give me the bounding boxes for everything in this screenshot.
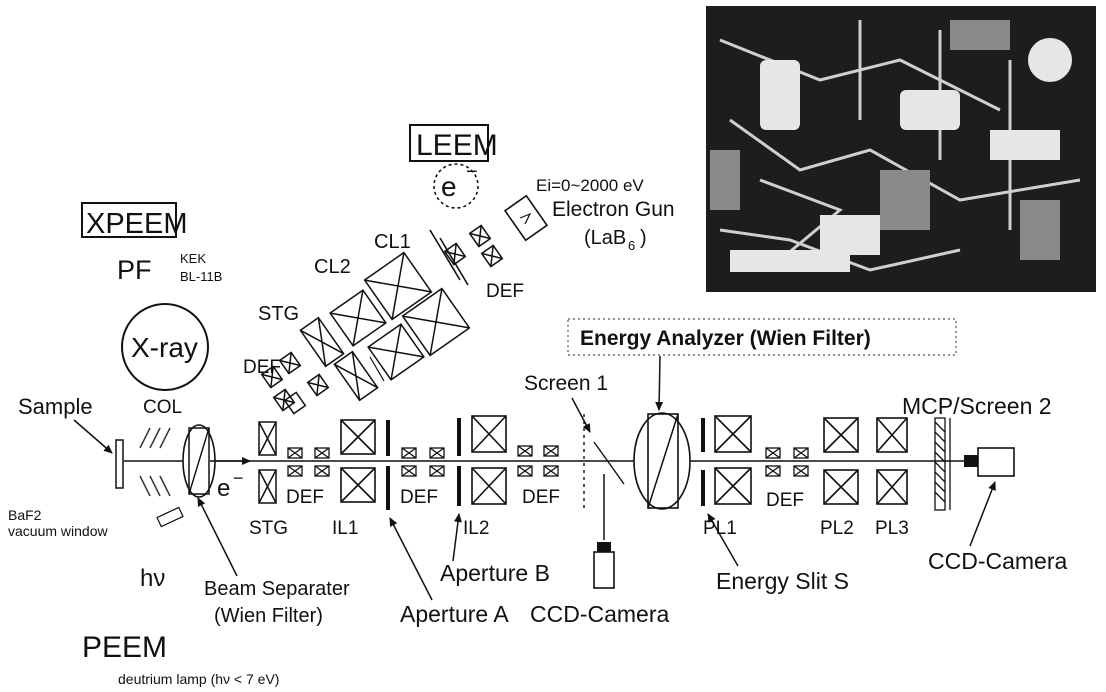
callout-beam-separator-2: (Wien Filter) [214, 605, 323, 627]
electron-source-symbol: e [441, 171, 457, 202]
label-pl1: PL1 [703, 518, 737, 539]
leem-label: LEEM [416, 129, 498, 162]
label-stg-lower: STG [249, 518, 288, 539]
svg-text:(LaB: (LaB [584, 227, 626, 249]
mcp-screen-2 [935, 418, 950, 510]
label-pl3: PL3 [875, 518, 909, 539]
peem-source-label: deutrium lamp (hν < 7 eV) [118, 671, 279, 687]
baf2-window [157, 507, 183, 526]
label-il2: IL2 [463, 518, 489, 539]
sample [116, 440, 123, 488]
label-il1: IL1 [332, 518, 358, 539]
lens-il2 [472, 416, 506, 504]
callout-ccd-camera-1: CCD-Camera [530, 601, 670, 627]
label-sample: Sample [18, 394, 93, 419]
label-stg-upper: STG [258, 303, 299, 325]
def-pair-2 [402, 448, 444, 476]
label-def-2: DEF [400, 487, 438, 508]
xray-beamline-label: BL-11B [180, 269, 222, 284]
callout-aperture-b: Aperture B [440, 560, 550, 586]
ccd-camera-1 [594, 552, 614, 588]
callout-ccd-camera-2: CCD-Camera [928, 548, 1068, 574]
label-cl2: CL2 [314, 256, 351, 278]
label-col: COL [143, 397, 182, 418]
gun-name-label: Electron Gun [552, 198, 675, 221]
gun-cathode-label: (LaB 6 ) [584, 227, 647, 253]
svg-text:−: − [233, 468, 244, 488]
callout-beam-separator-1: Beam Separater [204, 578, 350, 600]
energy-analyzer [634, 413, 690, 509]
instrument-photo [706, 6, 1096, 292]
callout-screen-1: Screen 1 [524, 372, 608, 395]
callout-aperture-a: Aperture A [400, 601, 509, 627]
svg-text:−: − [466, 161, 478, 183]
callout-energy-analyzer: Energy Analyzer (Wien Filter) [580, 327, 871, 350]
collimator-lines [140, 428, 170, 496]
gun-energy-label: Ei=0~2000 eV [536, 176, 644, 195]
callout-energy-slit: Energy Slit S [716, 568, 849, 594]
svg-text:6: 6 [628, 238, 635, 253]
label-electron-main: e [217, 475, 230, 502]
stg-lens-pair [259, 422, 276, 503]
svg-text:): ) [640, 227, 647, 249]
callout-mcp-screen: MCP/Screen 2 [902, 393, 1052, 419]
label-pl2: PL2 [820, 518, 854, 539]
xray-circle-label: X-ray [131, 332, 198, 363]
ccd-camera-2 [978, 448, 1014, 476]
def-pair-1 [288, 448, 329, 476]
label-cl1: CL1 [374, 231, 411, 253]
label-baf2: BaF2 [8, 507, 42, 523]
xray-lab-label: KEK [180, 251, 206, 266]
label-def-1: DEF [286, 487, 324, 508]
lens-pl1 [715, 416, 751, 504]
label-vacuum-window: vacuum window [8, 523, 108, 539]
label-def-4: DEF [766, 490, 804, 511]
peem-label: PEEM [82, 631, 167, 664]
xray-facility-label: PF [117, 255, 152, 285]
label-def-lower: DEF [243, 357, 281, 378]
electron-gun [505, 196, 547, 240]
xpeem-label: XPEEM [86, 208, 188, 240]
label-def-3: DEF [522, 487, 560, 508]
def-pair-4 [766, 448, 808, 476]
label-hv: hν [140, 565, 165, 592]
label-def-gun: DEF [486, 281, 524, 302]
